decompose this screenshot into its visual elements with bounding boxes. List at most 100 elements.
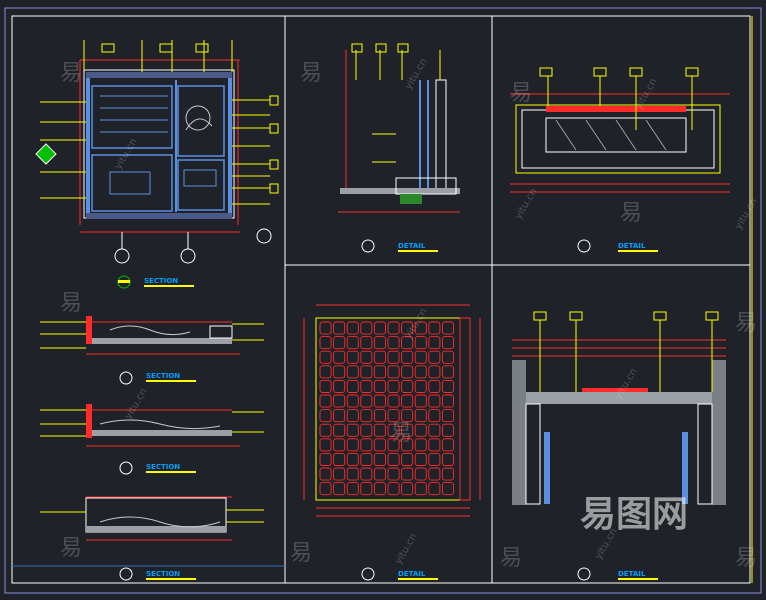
section-tag-main: SECTION [144,277,178,285]
grid-tile [333,467,346,481]
detail-4-drawing: DETAIL [512,311,726,581]
grid-tile [346,336,359,350]
grid-tile [441,438,454,452]
grid-tile [401,350,414,364]
grid-tile [414,409,427,423]
grid-tile [401,321,414,335]
grid-tile [428,365,441,379]
site-logo-watermark: 易图网 [580,494,688,535]
grid-tile [373,365,386,379]
grid-tile [414,336,427,350]
grid-tile [346,452,359,466]
grid-tile [414,379,427,393]
grid-tile [441,423,454,437]
grid-tile [346,438,359,452]
grid-tile [346,467,359,481]
grid-tile [387,350,400,364]
grid-tile [441,409,454,423]
grid-tile [441,321,454,335]
svg-text:yitu.cn: yitu.cn [403,57,430,92]
grid-tile [428,321,441,335]
grid-tile [401,379,414,393]
grid-tile [428,423,441,437]
grid-tile [401,394,414,408]
section-b-drawing: SECTION [40,404,264,475]
grid-tile [373,452,386,466]
grid-tile [428,394,441,408]
grid-tile [360,321,373,335]
grid-tile [346,379,359,393]
section-callout-main: SECTION [117,275,194,289]
svg-text:yitu.cn: yitu.cn [123,387,150,422]
grid-tile [428,452,441,466]
grid-tile [319,321,332,335]
grid-tile [319,379,332,393]
grid-tile [373,467,386,481]
grid-tile [360,379,373,393]
grid-tile [360,394,373,408]
detail-tag-2: DETAIL [618,242,646,250]
svg-text:yitu.cn: yitu.cn [403,307,430,342]
grid-tile [319,452,332,466]
grid-tile [414,467,427,481]
grid-tile [401,365,414,379]
grid-tile [373,321,386,335]
grid-tile [346,365,359,379]
grid-tile [387,365,400,379]
grid-tile [319,423,332,437]
grid-tile [428,379,441,393]
grid-tile [441,467,454,481]
grid-tile [441,336,454,350]
grid-tile [441,379,454,393]
svg-text:yitu.cn: yitu.cn [733,197,760,232]
grid-tile [360,467,373,481]
grid-tile [428,350,441,364]
grid-tile [401,467,414,481]
grid-tile [441,365,454,379]
grid-tile [319,482,332,496]
grid-tile [414,452,427,466]
grid-tile [333,452,346,466]
svg-text:易: 易 [60,291,82,316]
detail-tag-4: DETAIL [618,570,646,578]
grid-tile [387,336,400,350]
section-tag-a: SECTION [146,372,180,380]
grid-cells [319,321,454,496]
svg-text:易: 易 [735,546,757,571]
grid-tile [373,379,386,393]
grid-tile [401,452,414,466]
grid-tile [414,321,427,335]
grid-tile [319,350,332,364]
grid-tile [346,321,359,335]
svg-text:易: 易 [735,311,757,336]
grid-tile [401,336,414,350]
grid-tile [441,482,454,496]
grid-tile [401,409,414,423]
grid-tile [414,482,427,496]
grid-tile [333,438,346,452]
grid-tile [401,438,414,452]
grid-tile [387,438,400,452]
svg-text:yitu.cn: yitu.cn [393,532,420,567]
svg-text:易: 易 [390,421,412,446]
grid-tile [387,379,400,393]
grid-tile [319,336,332,350]
grid-tile [414,394,427,408]
grid-tile [387,467,400,481]
section-a-drawing: SECTION [40,316,264,385]
grid-tile [333,423,346,437]
detail-1-drawing: DETAIL [338,43,460,253]
svg-text:易: 易 [60,536,82,561]
svg-text:易: 易 [290,541,312,566]
grid-tile [441,452,454,466]
site-logo-text: 易图网 [580,494,688,535]
grid-tile [346,350,359,364]
grid-tile [414,423,427,437]
sheet-frame [11,15,751,584]
detail-tag-1: DETAIL [398,242,426,250]
grid-tile [333,482,346,496]
grid-tile [373,350,386,364]
grid-tile [333,409,346,423]
grid-tile [428,467,441,481]
grid-tile [387,409,400,423]
